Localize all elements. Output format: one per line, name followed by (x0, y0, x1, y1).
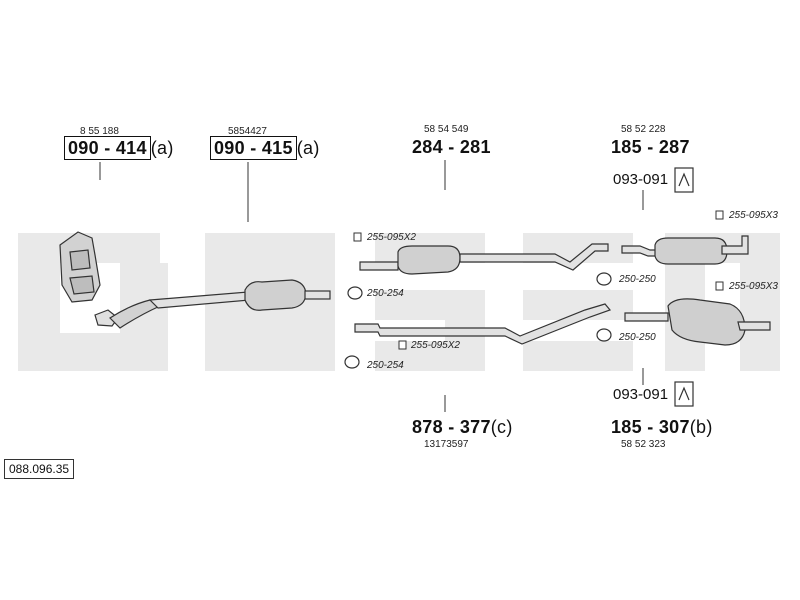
part-number-3[interactable]: 284 - 281 (412, 138, 491, 156)
accessory-label-6[interactable]: 250-250 (619, 274, 656, 285)
part-ref-5: 13173597 (424, 439, 469, 450)
part-number-4-value: 185 - 287 (611, 137, 690, 157)
rear-silencer (621, 235, 749, 265)
clamp-icons (353, 210, 724, 350)
catalytic-converter (244, 279, 331, 311)
part-suffix-1: (a) (150, 138, 174, 158)
part-suffix-5: (c) (490, 417, 513, 437)
accessory-label-1[interactable]: 255-095X2 (367, 232, 416, 243)
accessory-label-4[interactable]: 250-254 (367, 360, 404, 371)
part-ref-6: 58 52 323 (621, 439, 666, 450)
gasket-icons (344, 272, 612, 369)
part-number-3-value: 284 - 281 (412, 137, 491, 157)
hanger-number-1[interactable]: 093-091 (613, 171, 669, 188)
part-number-5[interactable]: 878 - 377(c) (412, 418, 513, 436)
part-ref-3: 58 54 549 (424, 124, 469, 135)
part-suffix-2: (a) (296, 138, 320, 158)
accessory-label-8[interactable]: 250-250 (619, 332, 656, 343)
part-suffix-6: (b) (689, 417, 713, 437)
front-pipe-lower (354, 303, 612, 345)
part-number-6[interactable]: 185 - 307(b) (611, 418, 713, 436)
accessory-label-2[interactable]: 250-254 (367, 288, 404, 299)
part-ref-4: 58 52 228 (621, 124, 666, 135)
rear-silencer-lower (624, 298, 771, 346)
hanger-icon (674, 167, 694, 407)
accessory-label-7[interactable]: 255-095X3 (729, 281, 778, 292)
part-number-4[interactable]: 185 - 287 (611, 138, 690, 156)
part-number-2-value: 090 - 415 (210, 136, 297, 160)
part-number-1-value: 090 - 414 (64, 136, 151, 160)
manifold-catalyst (59, 231, 251, 329)
hanger-number-2[interactable]: 093-091 (613, 386, 669, 403)
leader-lines (99, 160, 644, 412)
part-number-2[interactable]: 090 - 415(a) (210, 136, 320, 160)
part-number-1[interactable]: 090 - 414(a) (64, 136, 174, 160)
part-ref-1: 8 55 188 (80, 126, 119, 137)
part-number-6-value: 185 - 307 (611, 417, 690, 437)
diagram-code: 088.096.35 (4, 459, 75, 479)
part-number-5-value: 878 - 377 (412, 417, 491, 437)
accessory-label-3[interactable]: 255-095X2 (411, 340, 460, 351)
middle-silencer-pipe (359, 243, 609, 275)
part-ref-2: 5854427 (228, 126, 267, 137)
accessory-label-5[interactable]: 255-095X3 (729, 210, 778, 221)
